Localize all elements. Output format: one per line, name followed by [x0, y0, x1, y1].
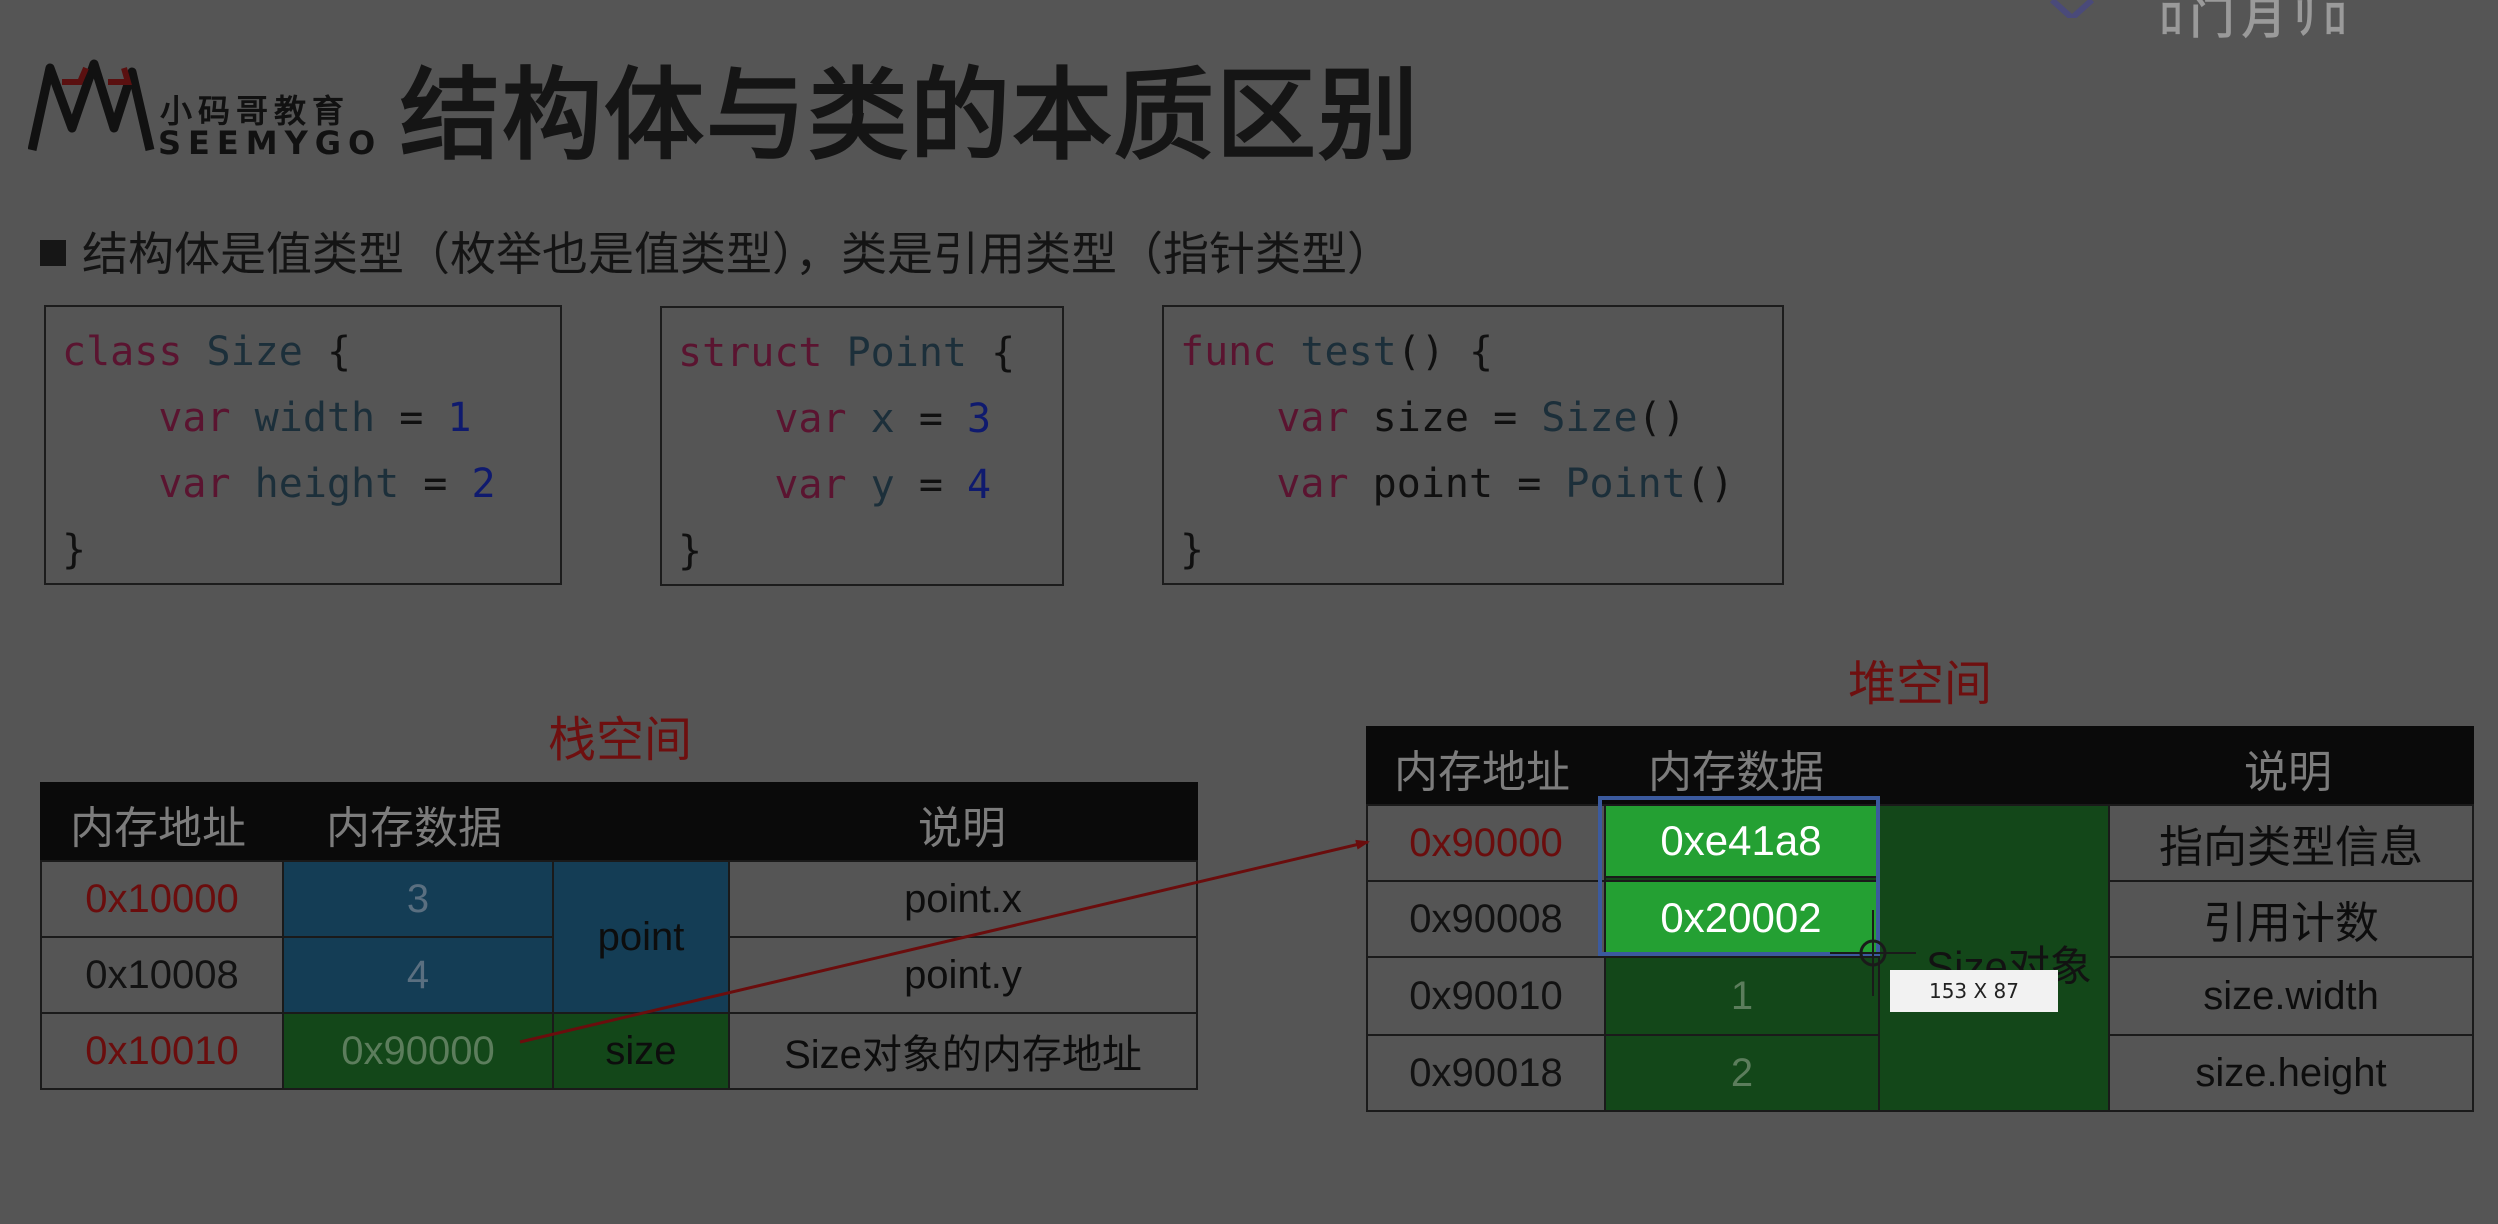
heap-table-header — [1366, 726, 2474, 804]
code-property: x — [870, 396, 895, 442]
heap-group-size-object: Size对象 — [1878, 804, 2110, 1112]
stack-data-cell: 4 — [282, 936, 554, 1014]
stack-desc-cell: Size对象的内存地址 — [728, 1012, 1198, 1090]
code-property: y — [870, 462, 895, 508]
stack-address-cell: 0x10008 — [40, 936, 284, 1014]
code-keyword: var — [774, 462, 847, 508]
stack-group-size: size — [552, 1012, 730, 1090]
code-brace: () { — [1396, 329, 1494, 375]
stack-data-cell: 0x90000 — [282, 1012, 554, 1090]
heap-data-cell: 1 — [1604, 956, 1880, 1036]
code-keyword: var — [158, 395, 231, 441]
code-box-struct-point: struct Point { var x = 3 var y = 4 } — [660, 306, 1064, 586]
corner-badge-icon — [2050, 0, 2094, 18]
selection-size-tooltip: 153 X 87 — [1890, 970, 2058, 1012]
heap-address-cell: 0x90018 — [1366, 1034, 1606, 1112]
code-operator: = — [1493, 395, 1518, 441]
stack-header-address: 内存地址 — [70, 803, 246, 854]
code-box-func-test: func test() { var size = Size() var poin… — [1162, 305, 1784, 585]
code-variable: size — [1372, 395, 1469, 441]
stack-group-point: point — [552, 860, 730, 1014]
code-number: 2 — [471, 461, 496, 507]
logo-chinese-text: 小码哥教育 — [160, 92, 351, 130]
heap-desc-cell: 指向类型信息 — [2108, 804, 2474, 882]
code-brace: { — [991, 330, 1016, 376]
stack-address-cell: 0x10010 — [40, 1012, 284, 1090]
heap-desc-cell: size.width — [2108, 956, 2474, 1036]
heap-header-address: 内存地址 — [1394, 747, 1570, 798]
heap-data-cell-highlighted: 0x20002 — [1606, 882, 1876, 954]
heap-data-cell-highlighted: 0xe41a8 — [1606, 806, 1876, 878]
stack-desc-cell: point.x — [728, 860, 1198, 938]
corner-watermark-text: ﾛ门月ﾘﾛ — [2160, 0, 2354, 44]
code-operator: = — [399, 395, 424, 441]
code-keyword: func — [1180, 329, 1277, 375]
code-type-name: Point — [846, 330, 968, 376]
code-number: 1 — [447, 395, 472, 441]
heap-header-data: 内存数据 — [1648, 747, 1824, 798]
code-brace: { — [326, 329, 352, 375]
code-operator: = — [423, 461, 448, 507]
code-keyword: var — [158, 461, 231, 507]
heap-header-desc: 说明 — [2244, 747, 2332, 798]
bullet-statement: 结构体是值类型（枚举也是值类型），类是引用类型（指针类型） — [40, 218, 1393, 284]
code-type-name: Size — [206, 329, 303, 375]
code-paren: () — [1685, 461, 1734, 507]
code-keyword: var — [1276, 395, 1349, 441]
code-number: 4 — [967, 462, 992, 508]
heap-address-cell: 0x90008 — [1366, 880, 1606, 958]
code-keyword: var — [1276, 461, 1349, 507]
heap-address-cell: 0x90000 — [1366, 804, 1606, 882]
stack-address-cell: 0x10000 — [40, 860, 284, 938]
code-property: height — [254, 461, 400, 507]
code-brace: } — [62, 527, 87, 573]
seemygo-logo-mark — [28, 59, 155, 152]
code-operator: = — [1517, 461, 1542, 507]
stack-space-label: 栈空间 — [548, 712, 693, 768]
bullet-square-icon — [40, 240, 66, 266]
code-number: 3 — [967, 396, 992, 442]
code-function-name: test — [1300, 329, 1397, 375]
code-type-name: Size — [1541, 395, 1638, 441]
page-title: 结构体与类的本质区别 — [400, 57, 1420, 174]
stack-data-cell: 3 — [282, 860, 554, 938]
code-variable: point — [1372, 461, 1494, 507]
code-keyword: struct — [678, 330, 823, 376]
stack-desc-cell: point.y — [728, 936, 1198, 1014]
heap-space-label: 堆空间 — [1848, 656, 1993, 712]
stack-header-desc: 说明 — [918, 803, 1006, 854]
heap-data-cell: 2 — [1604, 1034, 1880, 1112]
code-keyword: class — [62, 329, 183, 375]
code-type-name: Point — [1565, 461, 1686, 507]
code-operator: = — [918, 462, 943, 508]
code-box-class-size: class Size { var width = 1 var height = … — [44, 305, 562, 585]
code-keyword: var — [774, 396, 847, 442]
heap-address-cell: 0x90010 — [1366, 956, 1606, 1036]
code-operator: = — [918, 396, 943, 442]
code-property: width — [254, 395, 376, 441]
screenshot-selection-rect[interactable] — [1598, 796, 1880, 956]
logo-english-text: SEEMYGO — [158, 124, 383, 162]
heap-desc-cell: 引用计数 — [2108, 880, 2474, 958]
bullet-text: 结构体是值类型（枚举也是值类型），类是引用类型（指针类型） — [82, 227, 1393, 281]
stack-header-data: 内存数据 — [326, 803, 502, 854]
code-paren: () — [1637, 395, 1686, 441]
heap-desc-cell: size.height — [2108, 1034, 2474, 1112]
code-brace: } — [1180, 527, 1205, 573]
code-brace: } — [678, 528, 703, 574]
